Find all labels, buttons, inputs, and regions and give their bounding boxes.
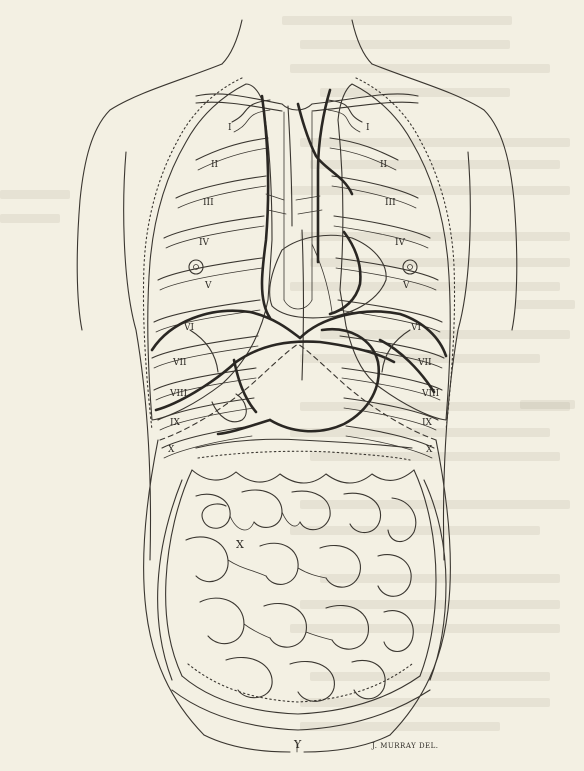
intestine-connector-4 (298, 568, 326, 578)
left-rib-label-9: IX (170, 418, 181, 428)
left-nipple-circle (403, 260, 417, 274)
pelvic-dotted-line (188, 664, 412, 702)
abdomen-x-marker: X (236, 538, 244, 551)
heart-septum (312, 244, 332, 312)
lungs (143, 78, 454, 430)
right-rib-label-1: I (366, 123, 370, 133)
left-nipple-center (408, 265, 413, 270)
left-rib-2-upper (196, 138, 268, 160)
intestine-coil-13 (384, 611, 413, 652)
small-intestine (186, 490, 416, 701)
clavicles (196, 94, 418, 111)
transverse-colon (192, 439, 414, 483)
right-rib-label-8: VIII (421, 389, 440, 399)
intestine-connector-1 (230, 516, 254, 530)
right-arm-inner-line (444, 152, 471, 560)
right-rib-label-3: III (385, 198, 396, 208)
costal-margin-left (298, 344, 436, 440)
artist-signature: J. MURRAY DEL. (371, 742, 439, 750)
intestine-coil-16 (352, 660, 385, 698)
right-rib-label-10: X (426, 445, 433, 455)
intestine-coil-10 (200, 598, 244, 644)
right-kidney-trace (190, 330, 218, 372)
transverse-colon-band (198, 451, 410, 460)
left-rib-label-2: II (211, 160, 219, 170)
left-rib-3-upper (176, 176, 266, 198)
abdominal-organs-upper (152, 311, 446, 440)
left-shoulder-outline (77, 64, 222, 330)
left-rib-label-3: III (203, 198, 214, 208)
left-rib-labels: I II III IV V VI VII VIII IX X (168, 123, 232, 455)
right-rib-4-upper (334, 216, 430, 238)
left-rib-4-lower (166, 226, 264, 248)
right-rib-9-upper (344, 398, 438, 420)
stomach-lesser-curve (218, 420, 270, 434)
superior-vena-cava (288, 106, 292, 226)
intestine-coil-9 (378, 555, 411, 597)
aortic-arch-line (298, 104, 352, 194)
intestine-coil-14 (226, 657, 272, 697)
right-rib-1-lower (328, 110, 360, 132)
intestine-coil-4 (344, 493, 381, 532)
intestine-coil-15 (290, 661, 334, 701)
intestine-coil-6 (186, 537, 228, 582)
left-rib-label-10: X (168, 445, 175, 455)
intestine-connector-5 (244, 624, 270, 638)
left-rib-9-upper (158, 398, 254, 420)
navel-y-marker: Y (293, 738, 302, 751)
intestine-coil-5 (388, 498, 416, 542)
neck-right-line (352, 20, 372, 64)
intestine-connector-2 (282, 512, 300, 526)
ascending-colon (166, 470, 192, 676)
right-rib-3-upper (332, 176, 418, 198)
left-rib-label-7: VII (172, 358, 187, 368)
colon-frame (158, 470, 446, 730)
left-groin-line (204, 735, 290, 752)
right-rib-3-lower (332, 186, 416, 208)
intestine-coil-11 (264, 604, 306, 648)
intestine-coil-8 (320, 545, 360, 587)
right-rib-label-2: II (380, 160, 388, 170)
right-rib-label-4: IV (395, 238, 406, 248)
intestine-coil-3 (292, 491, 330, 530)
right-rib-label-7: VII (417, 358, 432, 368)
right-nipple-circle (189, 260, 203, 274)
left-rib-3-lower (178, 186, 266, 208)
ascending-colon-inner (158, 480, 182, 680)
right-rib-label-9: IX (422, 418, 433, 428)
stomach-outline (270, 329, 379, 431)
gallbladder (212, 394, 246, 422)
rib-cage (152, 100, 444, 458)
left-rib-label-1: I (228, 123, 232, 133)
intestine-connector-3 (228, 560, 266, 576)
left-clavicle-lower (196, 102, 282, 111)
intestine-coil-7 (260, 543, 298, 584)
left-rib-10-lower (164, 436, 252, 458)
descending-aorta (302, 230, 304, 380)
left-rib-label-4: IV (199, 238, 210, 248)
neck-left-line (222, 20, 242, 64)
intestine-coil-1 (196, 494, 230, 528)
transverse-colon-lower (192, 470, 414, 483)
heart (270, 235, 387, 318)
right-rib-labels: I II III IV V VI VII VIII IX X (366, 123, 440, 455)
heart-outline (270, 235, 387, 318)
xiphoid (284, 300, 312, 309)
intestine-coil-12 (326, 606, 368, 650)
intestine-coil-2 (242, 490, 282, 527)
left-rib-2-lower (198, 148, 268, 170)
transverse-colon-upper (196, 439, 412, 448)
left-rib-label-5: V (204, 281, 212, 291)
right-rib-label-5: V (402, 281, 410, 291)
right-lung-outline (148, 84, 272, 420)
right-rib-10-upper (346, 426, 434, 448)
right-rib-10-lower (346, 436, 432, 458)
intestine-connector-6 (306, 632, 332, 640)
left-arm-inner-line (124, 152, 151, 560)
heart-apex-heavy-line (330, 232, 360, 314)
